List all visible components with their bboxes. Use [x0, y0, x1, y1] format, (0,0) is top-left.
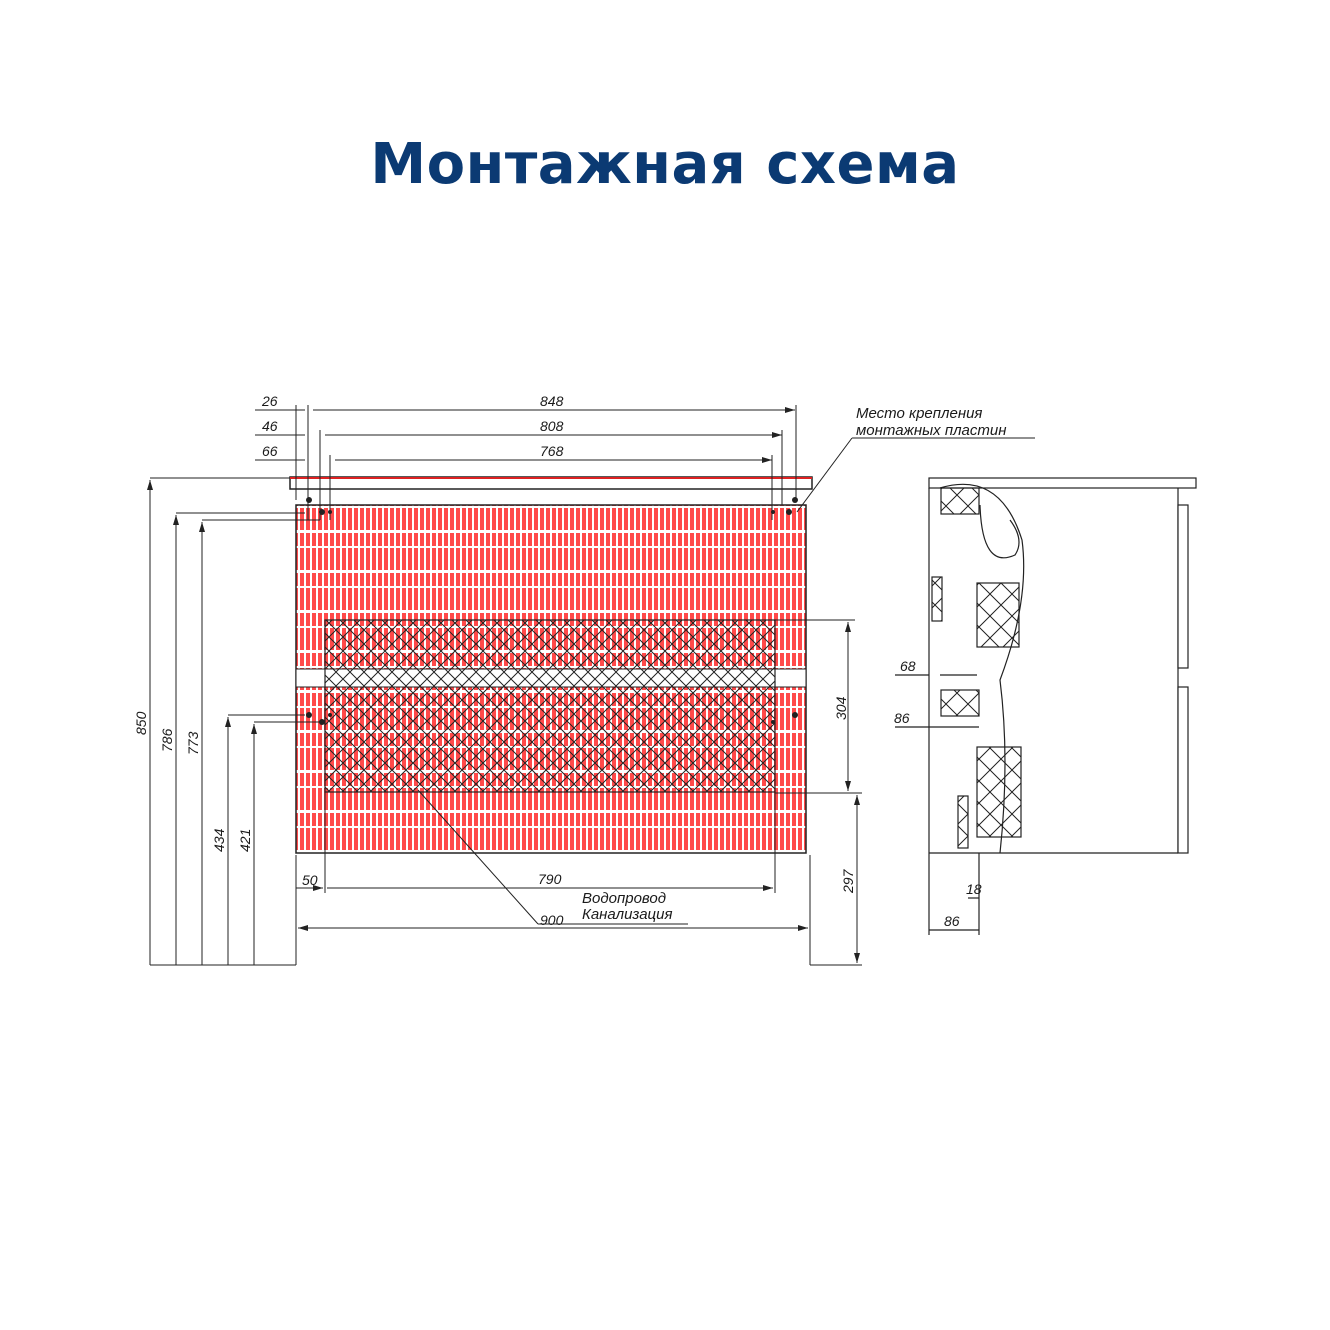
front-view: 26 46 66 848 808 768 850 786 773 434 421: [133, 393, 1035, 966]
callout-sewage: Канализация: [582, 906, 673, 923]
dim-848: 848: [540, 393, 564, 409]
side-dim-18: 18: [966, 881, 982, 897]
dim-768: 768: [540, 443, 564, 459]
dim-421: 421: [237, 829, 253, 852]
dim-900: 900: [540, 912, 564, 928]
page-title: Монтажная схема: [370, 132, 960, 197]
dim-46: 46: [262, 418, 278, 434]
dim-304: 304: [833, 696, 849, 720]
side-dim-86-bottom: 86: [944, 913, 960, 929]
pipes-zone: [324, 619, 776, 793]
side-dim-86-top: 86: [894, 710, 910, 726]
side-dim-68: 68: [900, 658, 916, 674]
callout-water-supply: Водопровод: [582, 890, 666, 907]
dim-26: 26: [261, 393, 278, 409]
dim-773: 773: [185, 731, 201, 755]
dim-786: 786: [159, 728, 175, 752]
dim-50: 50: [302, 872, 318, 888]
dim-66: 66: [262, 443, 278, 459]
dim-808: 808: [540, 418, 564, 434]
dim-790: 790: [538, 871, 562, 887]
callout-mounting-plates-1: Место крепления: [856, 405, 982, 422]
dim-850: 850: [133, 711, 149, 735]
dim-434: 434: [211, 828, 227, 852]
callout-mounting-plates-2: монтажных пластин: [856, 422, 1006, 439]
dim-297: 297: [840, 868, 856, 894]
side-view: [895, 477, 1197, 935]
